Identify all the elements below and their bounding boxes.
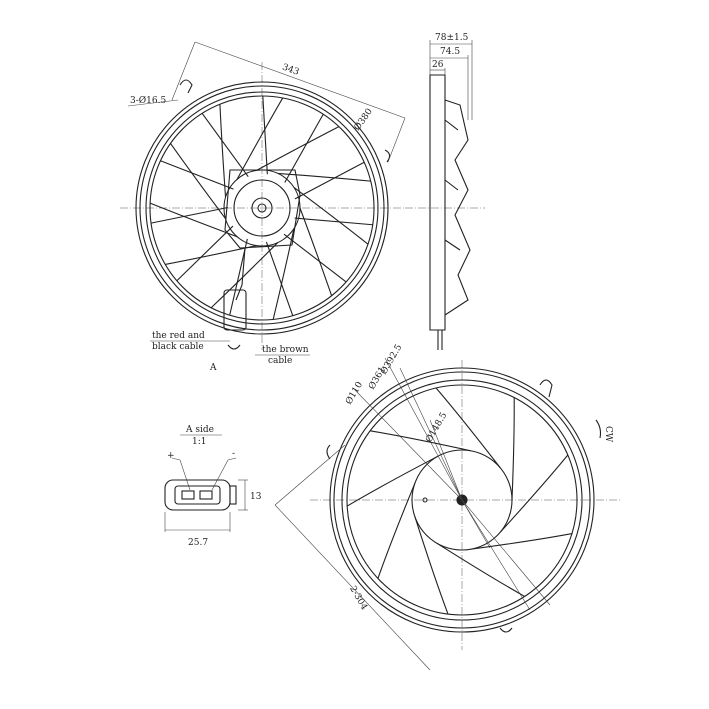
fan-blade <box>293 187 369 245</box>
frame-strut <box>283 233 347 283</box>
fan-blade <box>272 228 295 320</box>
dim-offset: 26 <box>432 60 444 70</box>
frame-strut <box>229 238 248 316</box>
rotation-arrow-icon <box>595 419 602 439</box>
fan-blade <box>435 387 501 469</box>
connector-title: A side <box>185 425 214 435</box>
fan-blade <box>470 533 573 550</box>
connector-scale: 1:1 <box>192 437 206 447</box>
top-fan-view: 343 3-Ø16.5 Ø380 the red and black cable… <box>120 41 406 373</box>
fan-blade <box>277 172 371 182</box>
rotation-label: CW <box>603 426 613 443</box>
dim-overall-depth: 78±1.5 <box>435 33 469 43</box>
fan-blade <box>377 482 416 579</box>
label-brown-1: the brown <box>262 345 309 355</box>
dim-ring-diameter: Ø380 <box>352 106 375 133</box>
dim-mount-holes: 3-Ø16.5 <box>130 95 166 106</box>
frame-strut <box>294 161 365 200</box>
fan-blade <box>499 454 569 533</box>
frame-strut <box>265 241 294 316</box>
fan-blade <box>256 126 340 171</box>
dim-body-depth: 74.5 <box>440 47 460 57</box>
label-red-black-1: the red and <box>152 331 205 341</box>
frame-strut <box>176 225 234 282</box>
dim-d1: Ø392.5 <box>378 342 404 376</box>
frame-strut <box>201 113 249 178</box>
dim-holes: 2-304 <box>347 584 369 612</box>
dim-connector-height: 13 <box>250 492 262 502</box>
fan-blade <box>236 97 284 180</box>
dim-hub: Ø148.5 <box>423 410 449 444</box>
plus-label: + <box>167 451 175 461</box>
fan-blade <box>346 456 438 507</box>
fan-blade <box>414 516 449 615</box>
fan-blade <box>219 104 227 198</box>
label-red-black-2: black cable <box>152 342 204 352</box>
fan-blade <box>511 397 515 501</box>
view-marker-a: A <box>209 363 217 373</box>
frame-strut <box>160 160 234 190</box>
fan-blade <box>210 242 279 309</box>
dim-d3: Ø110 <box>343 380 365 407</box>
side-view: 78±1.5 74.5 26 <box>405 33 485 350</box>
label-brown-2: cable <box>268 356 292 366</box>
frame-strut <box>284 113 324 183</box>
fan-blade <box>299 207 333 296</box>
fan-blade <box>165 245 257 265</box>
dim-width: 343 <box>281 63 301 78</box>
fan-blade <box>370 430 471 452</box>
fan-blade <box>436 542 525 597</box>
frame-strut <box>294 217 373 226</box>
connector-a-side-view: A side 1:1 + - 13 25.7 <box>164 425 262 548</box>
dim-connector-width: 25.7 <box>188 538 208 548</box>
frame-strut <box>262 95 268 175</box>
fan-blade <box>149 202 238 238</box>
fan-blade <box>170 143 226 220</box>
minus-label: - <box>232 449 235 459</box>
front-fan-view: Ø110 Ø361 Ø392.5 Ø148.5 2-304 CW <box>274 342 620 671</box>
frame-strut <box>150 206 228 224</box>
